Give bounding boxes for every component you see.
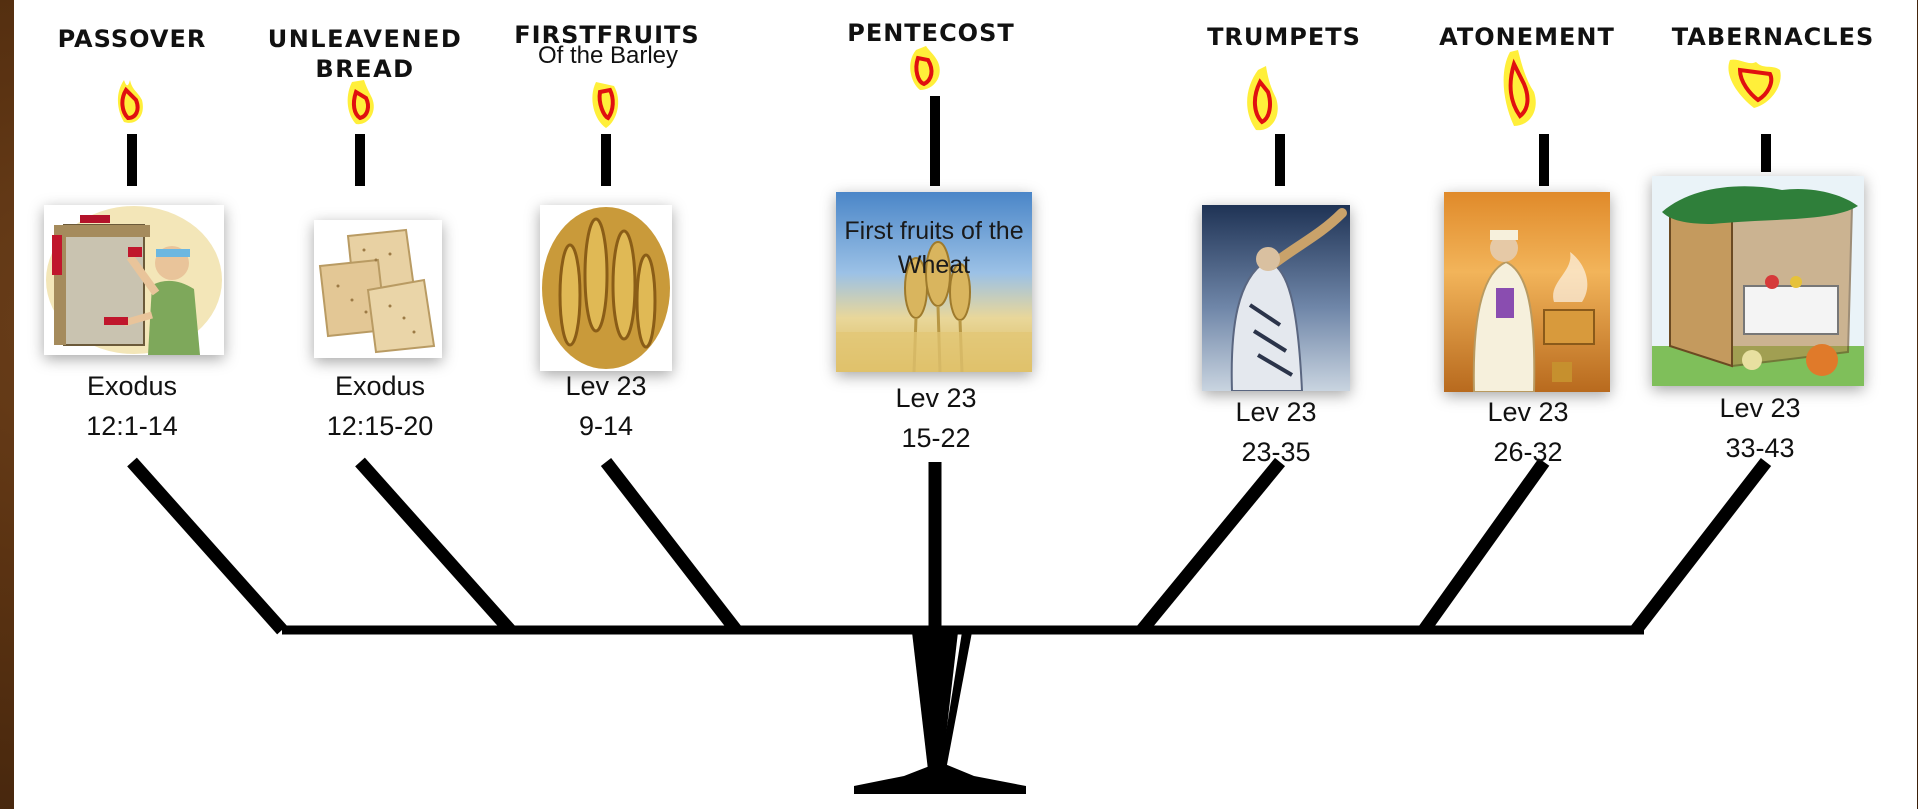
flame-icon: [1728, 59, 1781, 108]
scripture-ref-line2: 15-22: [901, 423, 971, 453]
scripture-ref-unleavened-bread: Exodus 12:15-20: [300, 366, 460, 446]
scripture-ref-line1: Lev 23: [1719, 393, 1801, 423]
flame-icon: [117, 80, 143, 123]
flame-icon: [347, 80, 374, 125]
sukkah-image: [1652, 176, 1864, 386]
scripture-ref-trumpets: Lev 23 23-35: [1206, 392, 1346, 472]
scripture-ref-line2: 9-14: [578, 411, 634, 441]
scripture-ref-firstfruits: Lev 23 9-14: [536, 366, 676, 446]
scripture-ref-line2: 12:1-14: [86, 411, 178, 441]
scripture-ref-line2: 23-35: [1241, 437, 1311, 467]
barley-image: [540, 205, 672, 371]
menorah-arms: [127, 457, 1772, 635]
scripture-ref-line2: 26-32: [1493, 437, 1563, 467]
scripture-ref-line1: Lev 23: [1235, 397, 1317, 427]
scripture-ref-tabernacles: Lev 23 33-43: [1690, 388, 1830, 468]
scripture-ref-line2: 33-43: [1725, 433, 1795, 463]
flame-icon: [1247, 66, 1278, 131]
feast-title-firstfruits: FIRSTFRUITS: [514, 21, 700, 49]
menorah-base: [854, 632, 1026, 794]
feast-subtitle-firstfruits: Of the Barley: [537, 42, 679, 69]
scripture-ref-line1: Lev 23: [1487, 397, 1569, 427]
feast-title-trumpets: TRUMPETS: [1207, 23, 1361, 51]
wheat-image-caption: First fruits of the Wheat: [844, 217, 1024, 279]
scripture-ref-line1: Lev 23: [895, 383, 977, 413]
feast-title-atonement: ATONEMENT: [1439, 23, 1615, 51]
flame-icon: [1503, 50, 1536, 126]
shofar-image: [1202, 205, 1350, 391]
wheat-field-image: First fruits of the Wheat: [836, 192, 1032, 372]
feast-title-tabernacles: TABERNACLES: [1671, 23, 1875, 51]
matzah-image: [314, 220, 442, 358]
high-priest-image: [1444, 192, 1610, 392]
scripture-ref-line2: 12:15-20: [326, 411, 434, 441]
passover-doorpost-image: [44, 205, 224, 355]
scripture-ref-passover: Exodus 12:1-14: [52, 366, 212, 446]
flame-icon: [592, 82, 619, 128]
candle-stem: [127, 96, 1771, 186]
feast-title-pentecost: PENTECOST: [847, 19, 1015, 47]
menorah-diagram: [117, 46, 1781, 794]
feast-title-passover: PASSOVER: [57, 25, 207, 53]
scripture-ref-line1: Exodus: [86, 371, 178, 401]
flame-icon: [910, 46, 940, 90]
slide-canvas: PASSOVER UNLEAVENED BREAD FIRSTFRUITS Of…: [14, 0, 1917, 809]
feast-title-unleavened-bread: UNLEAVENED BREAD: [267, 25, 463, 83]
scripture-ref-line1: Lev 23: [565, 371, 647, 401]
scripture-ref-atonement: Lev 23 26-32: [1458, 392, 1598, 472]
scripture-ref-line1: Exodus: [334, 371, 426, 401]
scripture-ref-pentecost: Lev 23 15-22: [866, 378, 1006, 458]
